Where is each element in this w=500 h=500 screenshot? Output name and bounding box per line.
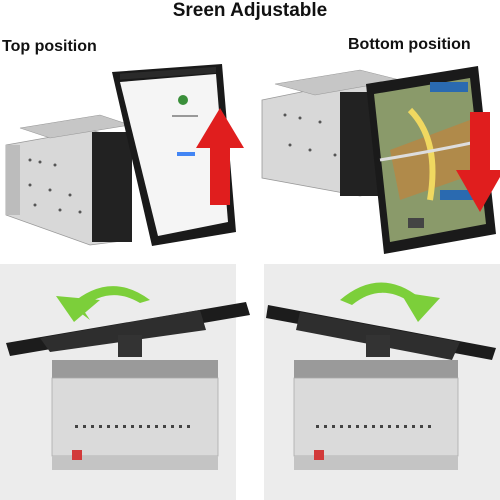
label-bottom-position: Bottom position — [348, 36, 471, 53]
arrow-down-icon — [456, 112, 500, 212]
tilt-left-illustration — [6, 286, 250, 470]
radio-top-position — [5, 64, 244, 246]
radio-bottom-position — [261, 66, 500, 254]
rotate-left-icon — [70, 286, 150, 320]
label-top-position: Top position — [2, 38, 97, 55]
page-title: Sreen Adjustable — [172, 0, 328, 21]
map-pin-icon — [178, 95, 188, 105]
tilt-right-illustration — [266, 282, 496, 470]
rotate-right-icon — [340, 282, 420, 305]
arrow-up-icon — [196, 108, 244, 205]
